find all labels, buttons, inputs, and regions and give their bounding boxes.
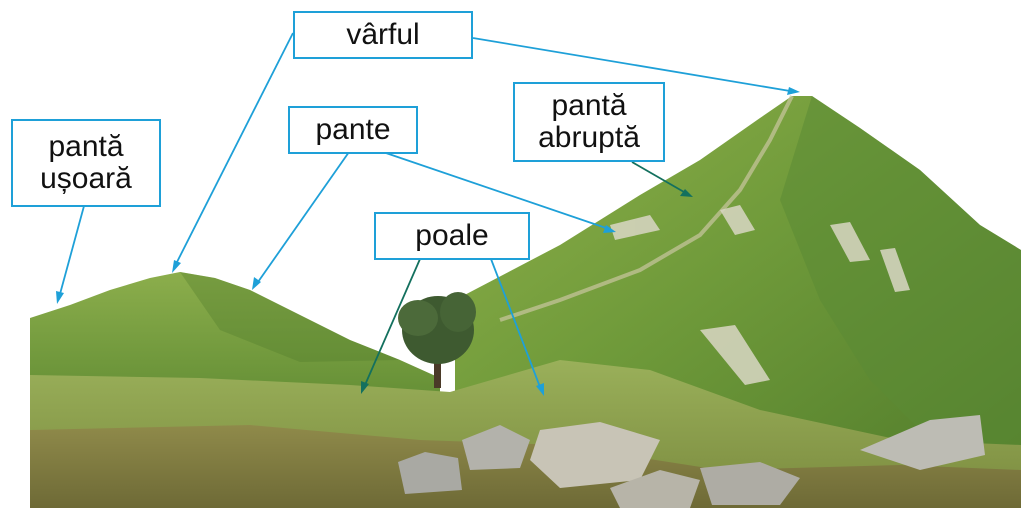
arrow-panta-abrupta	[631, 161, 685, 193]
label-pante: pante	[288, 106, 418, 154]
arrow-pante-left	[257, 151, 350, 283]
arrow-varful-right	[472, 37, 791, 92]
label-panta-abrupta: pantă abruptă	[513, 82, 665, 162]
label-poale-text: poale	[415, 219, 489, 252]
scree-patches	[610, 205, 910, 385]
tree	[398, 292, 476, 388]
arrowhead-poale-left	[361, 381, 369, 394]
label-panta-abrupta-line2: abruptă	[538, 121, 640, 154]
arrow-varful-left	[175, 32, 294, 265]
arrowhead-panta-usoara	[56, 291, 64, 304]
label-panta-usoara: pantă ușoară	[11, 119, 161, 207]
label-varful: vârful	[293, 11, 473, 59]
label-panta-abrupta-line1: pantă	[551, 89, 627, 122]
label-panta-usoara-line2: ușoară	[40, 162, 132, 195]
arrow-poale-left	[364, 258, 421, 386]
arrowhead-panta-abrupta	[680, 189, 693, 197]
arrow-poale-right	[490, 258, 541, 388]
foreground-rocks	[398, 415, 985, 508]
arrow-panta-usoara	[59, 205, 85, 295]
arrowhead-pante-right	[603, 225, 616, 233]
callout-arrows	[56, 32, 800, 396]
gentle-hill-shade	[180, 272, 400, 362]
label-pante-text: pante	[315, 113, 391, 146]
label-panta-usoara-line1: pantă	[48, 130, 124, 163]
arrowhead-varful-left	[172, 260, 181, 273]
mountain-ridge-highlight	[499, 95, 794, 322]
arrowhead-varful-right	[787, 87, 800, 95]
arrowhead-pante-left	[252, 277, 261, 290]
label-poale: poale	[374, 212, 530, 260]
arrowhead-poale-right	[536, 383, 544, 396]
arrow-pante-right	[382, 151, 607, 229]
label-varful-text: vârful	[346, 18, 420, 51]
